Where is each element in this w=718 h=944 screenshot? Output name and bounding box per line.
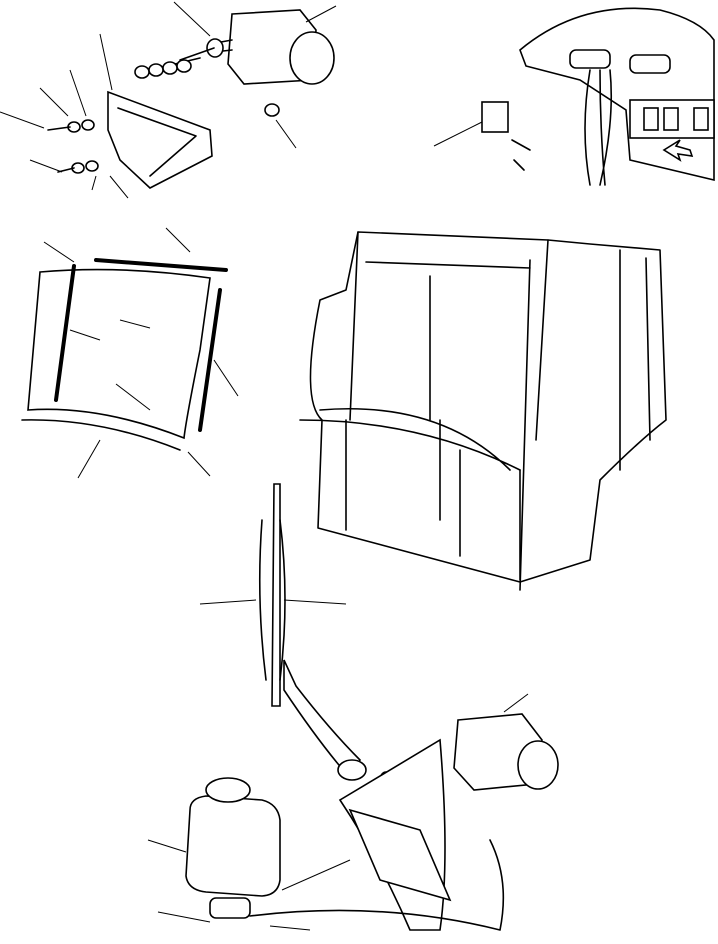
washer-reservoir <box>147 777 311 931</box>
cab-frame <box>299 231 667 591</box>
switch-panel <box>519 7 715 186</box>
windshield-glass <box>27 268 211 440</box>
wiper-blade <box>199 483 347 707</box>
switch <box>433 101 531 171</box>
fasteners <box>0 1 337 199</box>
mounting-bracket <box>107 90 213 189</box>
glass-seals <box>21 227 239 479</box>
wiper-arm <box>283 659 367 781</box>
washer-hose <box>249 839 505 931</box>
washer-bracket <box>338 738 452 931</box>
wiper-motor-top <box>149 9 335 85</box>
wiper-motor-bottom <box>379 693 559 791</box>
